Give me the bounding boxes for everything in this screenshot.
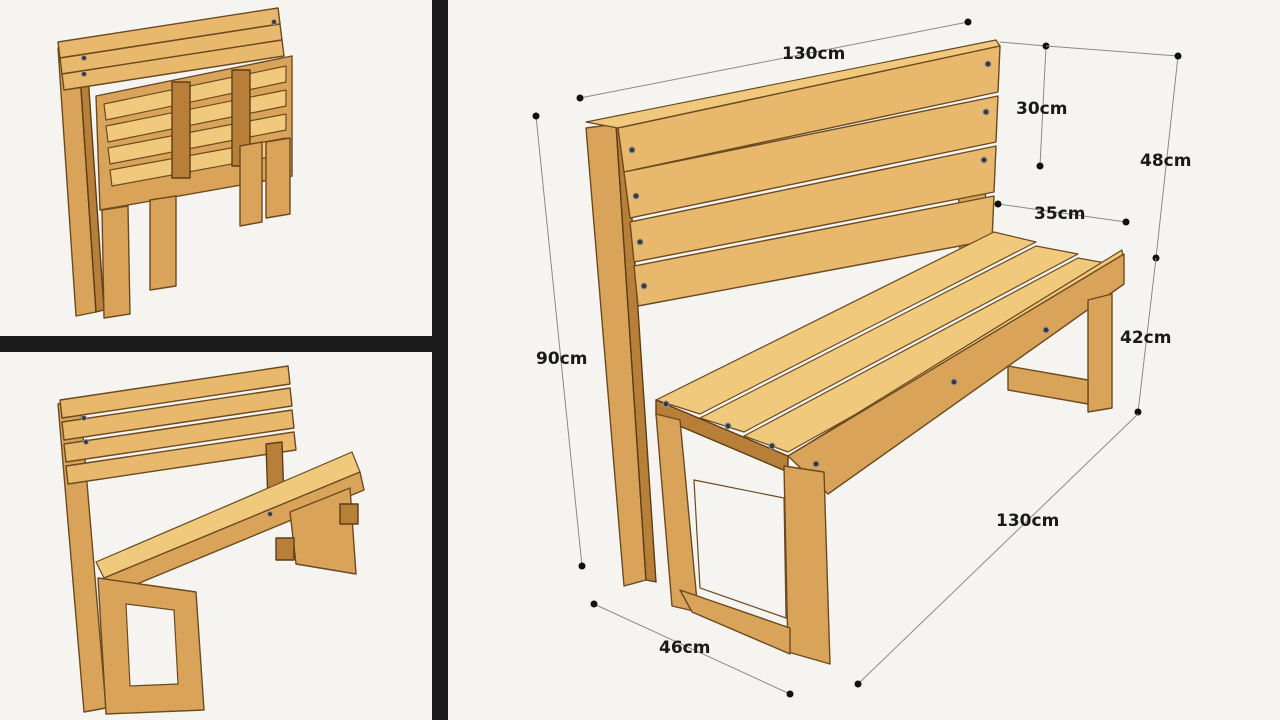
- unfolding-bench-view: [0, 352, 432, 720]
- screw-icon: [81, 55, 87, 61]
- dimension-lines: [532, 18, 1182, 698]
- seat-slat: [655, 231, 1037, 415]
- hinge-icon: [275, 537, 295, 561]
- dim-backrest-height: 30cm: [1016, 99, 1068, 119]
- backrest-slat: [623, 95, 999, 219]
- dimensioned-bench-illustration: [532, 18, 1182, 698]
- folded-bench-illustration: [57, 7, 293, 319]
- dim-seat-length: 130cm: [996, 511, 1060, 531]
- vertical-divider: [432, 0, 448, 720]
- dim-seat-height: 42cm: [1120, 328, 1172, 348]
- backrest-slat: [617, 45, 1001, 173]
- unfolding-bench-illustration: [57, 365, 365, 715]
- rear-leg: [1087, 293, 1113, 413]
- horizontal-divider: [0, 336, 432, 352]
- screw-icon: [628, 146, 636, 154]
- folded-bench-view: [0, 0, 432, 336]
- front-leg: [783, 465, 831, 665]
- dim-back-total-height: 48cm: [1140, 151, 1192, 171]
- dim-depth: 46cm: [659, 638, 711, 658]
- backrest-slat: [629, 145, 997, 263]
- dim-total-height: 90cm: [536, 349, 588, 369]
- unfold-backrest-slat: [59, 365, 291, 419]
- dim-backrest-width: 130cm: [782, 44, 846, 64]
- dimensioned-bench-view: [448, 0, 1280, 720]
- front-leg: [655, 413, 699, 613]
- dim-slat-width: 35cm: [1034, 204, 1086, 224]
